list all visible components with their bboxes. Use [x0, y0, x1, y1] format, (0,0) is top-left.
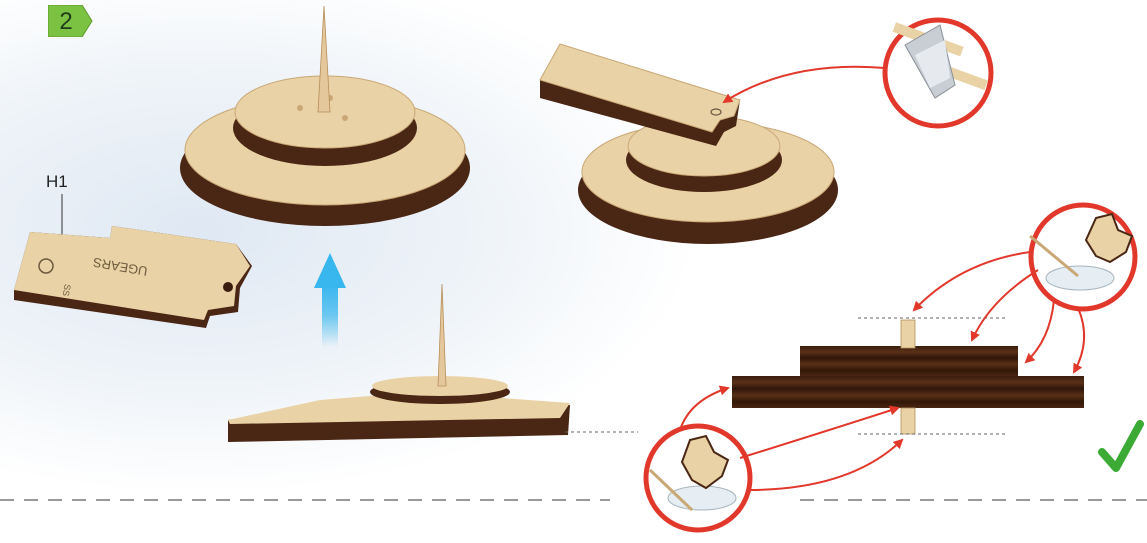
- glue-arrow-top-3: [1026, 300, 1054, 362]
- checkmark-icon: [1102, 424, 1140, 468]
- glue-arrow-top-4: [1074, 308, 1084, 372]
- glue-arrow-top-1: [914, 252, 1030, 310]
- blue-up-arrow-icon: [314, 253, 346, 347]
- cross-section-diagram: [732, 320, 1084, 434]
- plate-code-text: SS: [61, 283, 73, 297]
- gear-assembly-flat: [228, 284, 570, 442]
- knife-pointer-arrow: [724, 67, 885, 102]
- glue-arrow-top-2: [972, 270, 1038, 340]
- glue-arrow-bottom-2: [740, 408, 898, 458]
- h1-plate: UGEARS SS: [14, 226, 252, 328]
- utility-knife-detail: [885, 20, 991, 126]
- glue-detail-bottom: [646, 426, 750, 530]
- glue-arrow-bottom-1: [680, 388, 728, 430]
- glue-detail-top: [1030, 205, 1135, 309]
- gear-assembly-top: [180, 6, 470, 226]
